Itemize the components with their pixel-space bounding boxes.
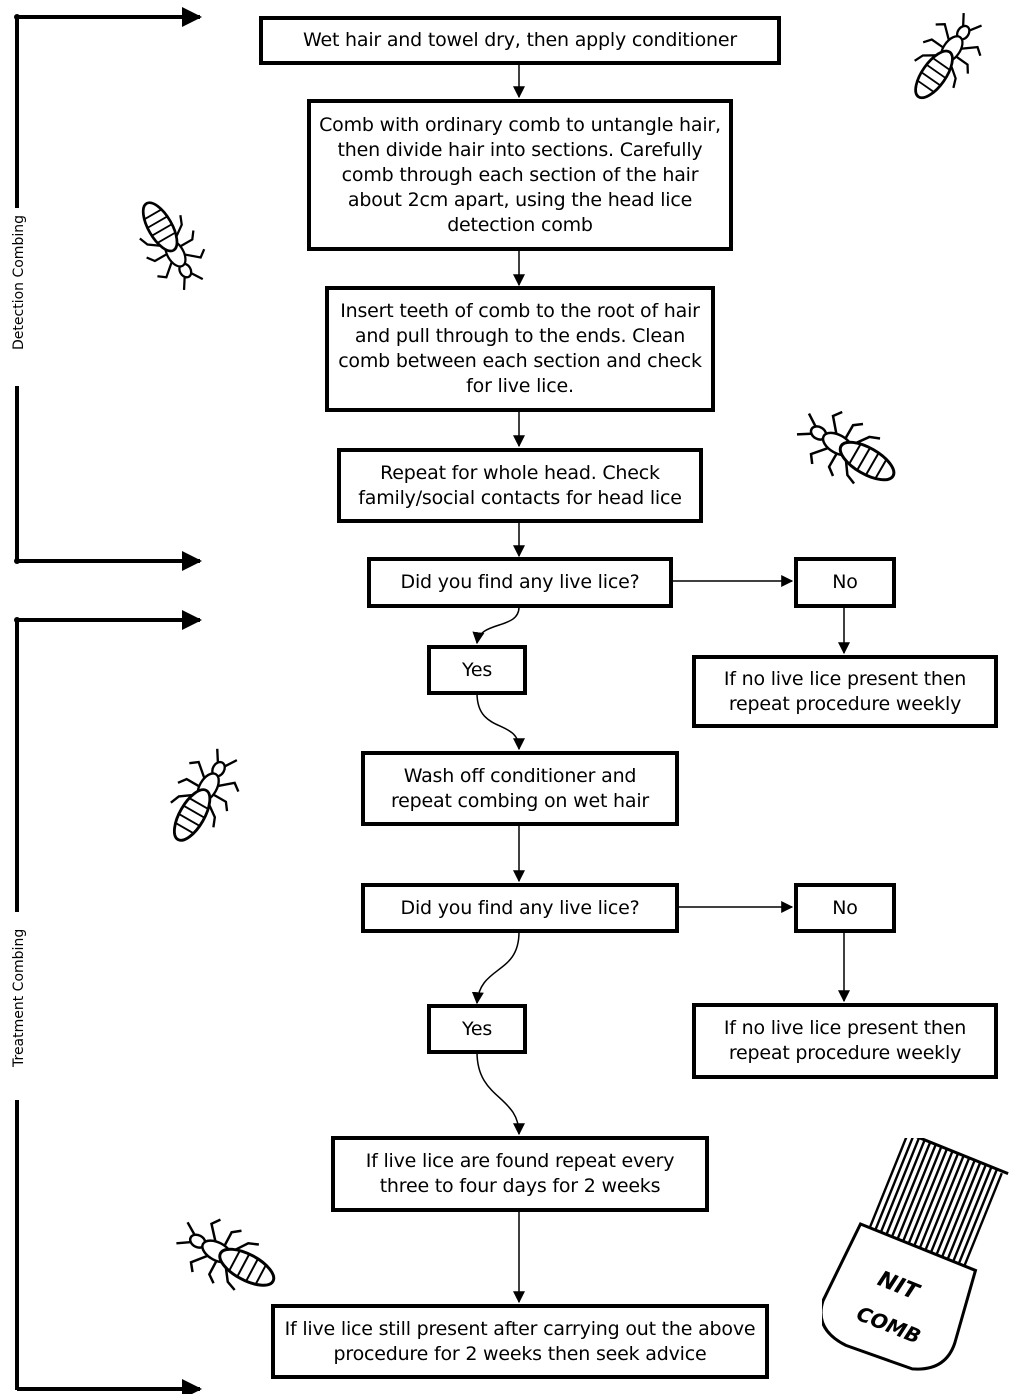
step-seek-advice: If live lice still present after carryin… <box>271 1304 769 1379</box>
step-repeat-two-weeks: If live lice are found repeat every thre… <box>331 1136 709 1212</box>
step-insert-teeth: Insert teeth of comb to the root of hair… <box>325 286 715 412</box>
louse-icon <box>796 410 896 485</box>
answer-yes-2: Yes <box>427 1004 527 1054</box>
louse-icon <box>914 12 982 100</box>
treatment-bracket <box>14 610 202 1394</box>
step-apply-conditioner: Wet hair and towel dry, then apply condi… <box>259 16 781 65</box>
answer-yes-1: Yes <box>427 645 527 695</box>
detection-bracket <box>14 7 202 571</box>
louse-icon <box>176 1218 276 1291</box>
nit-comb-icon: NIT COMB <box>822 1138 1009 1371</box>
louse-icon <box>139 201 206 290</box>
question-live-lice-1: Did you find any live lice? <box>367 557 673 608</box>
step-wash-off: Wash off conditioner and repeat combing … <box>361 751 679 826</box>
step-repeat-whole-head: Repeat for whole head. Check family/soci… <box>337 448 703 523</box>
section-label-treatment: Treatment Combing <box>11 928 27 1069</box>
answer-no-1: No <box>794 557 896 608</box>
louse-icon <box>170 748 240 842</box>
result-no-lice-1: If no live lice present then repeat proc… <box>692 655 998 728</box>
result-no-lice-2: If no live lice present then repeat proc… <box>692 1003 998 1079</box>
question-live-lice-2: Did you find any live lice? <box>361 883 679 933</box>
section-label-detection: Detection Combing <box>11 215 27 352</box>
answer-no-2: No <box>794 883 896 933</box>
step-section-combing: Comb with ordinary comb to untangle hair… <box>307 99 733 251</box>
